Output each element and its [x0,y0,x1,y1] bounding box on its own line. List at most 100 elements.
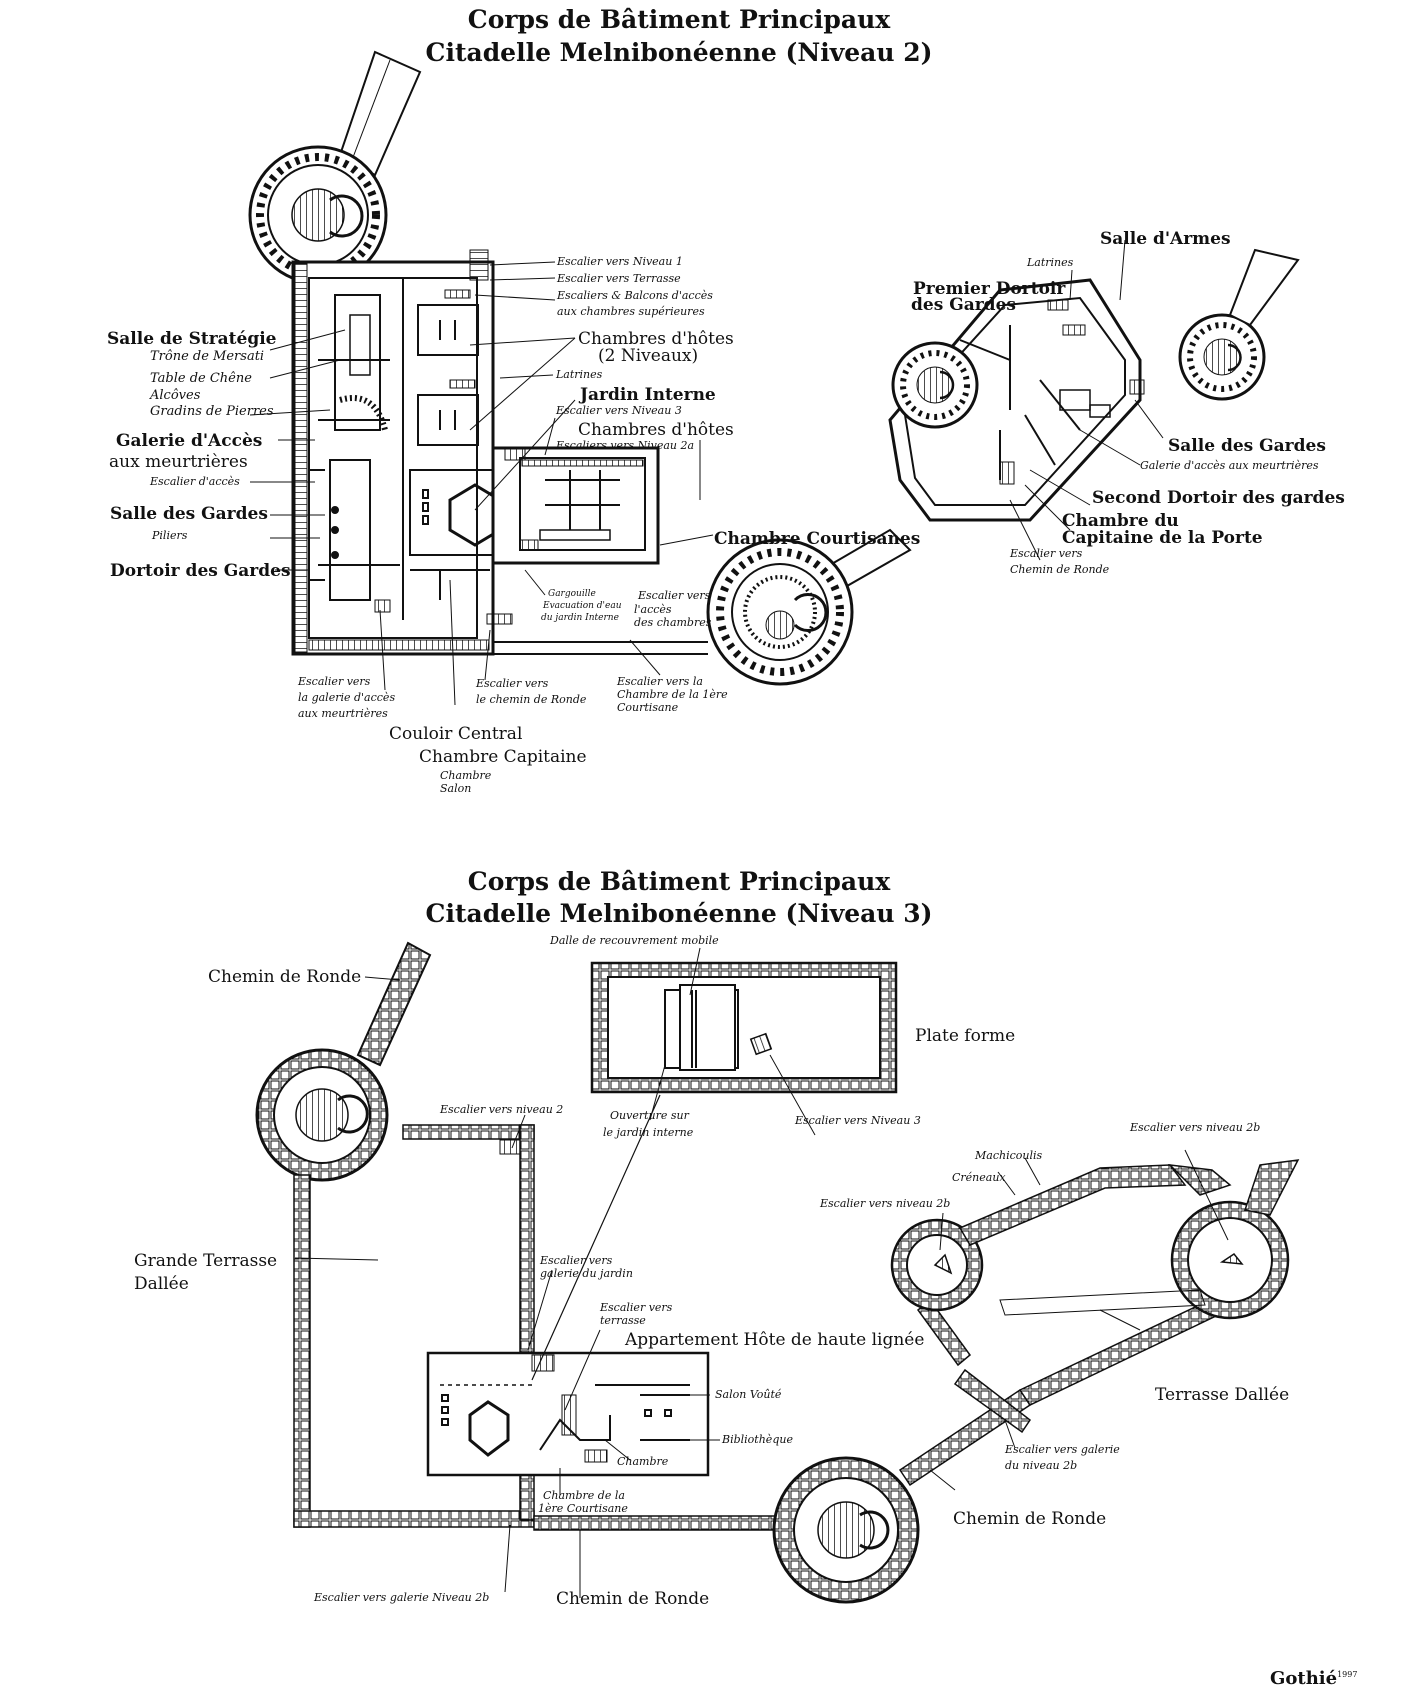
label-latrines-e: Latrines [1027,256,1074,269]
label-salle-armes: Salle d'Armes [1100,229,1231,249]
label-esc-galerie-2: la galerie d'accès [298,691,396,704]
label-chemin-ronde-nw: Chemin de Ronde [208,967,362,987]
plan2-title-line1: Corps de Bâtiment Principaux [467,5,891,34]
label-esc-terrasse-1: Escalier vers [600,1301,673,1314]
label-gargouille-3: du jardin Interne [541,613,619,623]
label-chambre-courtisanes: Chambre Courtisanes [714,529,921,549]
label-esc-balcons-2: aux chambres supérieures [557,305,705,318]
label-premier-dortoir-1: Premier Dortoir [913,279,1066,299]
label-esc-galerie-jardin-1: Escalier vers [540,1254,613,1267]
l2-courtisanes-block [491,446,660,565]
label-galerie-acces-1: Galerie d'Accès [116,431,263,451]
label-jardin-interne: Jardin Interne [580,385,716,405]
label-chambre: Chambre [440,769,492,782]
l3-east-walls [890,1159,1300,1487]
label-escalier-acces: Escalier d'accès [150,475,240,488]
label-esc-niveau1: Escalier vers Niveau 1 [557,255,683,268]
label-esc-niveau3: Escalier vers Niveau 3 [556,404,682,417]
label-chambre-courtisane-1: Chambre de la [543,1489,625,1502]
label-alcoves: Alcôves [150,388,201,403]
label-chemin-ronde-se: Chemin de Ronde [953,1509,1107,1529]
l2-east-block [888,248,1300,522]
label-esc-niveau3-l3: Escalier vers Niveau 3 [795,1114,921,1127]
label-chambres-hotes-b: Chambres d'hôtes [578,420,734,440]
label-chambre-capitaine-porte-2: Capitaine de la Porte [1062,528,1263,548]
label-table-chene: Table de Chêne [150,371,252,386]
label-second-dortoir: Second Dortoir des gardes [1092,488,1345,508]
label-couloir-central: Couloir Central [389,724,523,744]
artist-signature: Gothié1997 [1270,1668,1357,1689]
label-salle-gardes-w: Salle des Gardes [110,504,268,524]
leader-lines-l3 [294,947,1229,1598]
label-gradins: Gradins de Pierres [150,404,274,419]
label-terrasse-dallee: Terrasse Dallée [1155,1385,1290,1405]
label-gargouille-2: Evacuation d'eau [543,601,622,611]
label-chambre-l3: Chambre [617,1455,669,1468]
label-salle-strategie: Salle de Stratégie [107,329,277,349]
label-chambre-capitaine: Chambre Capitaine [419,747,587,767]
label-salon: Salon [440,782,472,795]
label-esc-chambres-2: l'accès [634,603,672,616]
l2-nw-tower [248,145,388,285]
label-esc-terrasse: Escalier vers Terrasse [557,272,681,285]
label-esc-chemin-1: Escalier vers [476,677,549,690]
label-esc-terrasse-2: terrasse [600,1314,646,1327]
label-esc-galerie-jardin-2: galerie du jardin [540,1267,633,1280]
label-esc-chemin-e-2: Chemin de Ronde [1010,563,1110,576]
label-grande-terrasse-2: Dallée [134,1274,189,1294]
label-esc-galerie-2b: Escalier vers galerie Niveau 2b [314,1591,490,1604]
label-chambre-capitaine-porte-1: Chambre du [1062,511,1179,531]
label-salon-voute: Salon Voûté [715,1388,782,1401]
label-esc-galerie-niveau2b-2: du niveau 2b [1005,1459,1078,1472]
label-piliers: Piliers [152,529,188,542]
label-bibliotheque: Bibliothèque [722,1433,793,1446]
label-gargouille-1: Gargouille [548,589,596,599]
plan3-title-line1: Corps de Bâtiment Principaux [467,867,891,896]
label-galerie-meurtrieres: Galerie d'accès aux meurtrières [1140,459,1319,472]
label-appartement: Appartement Hôte de haute lignée [625,1330,925,1350]
label-ouverture-1: Ouverture sur [610,1109,689,1122]
label-esc-courtisane-2: Chambre de la 1ère [617,688,728,701]
label-chambre-courtisane-2: 1ère Courtisane [538,1502,628,1515]
label-chambres-hotes-a2: (2 Niveaux) [598,346,699,366]
l3-plate-forme [590,961,898,1094]
label-esc-chemin-e-1: Escalier vers [1010,547,1083,560]
label-creneaux: Créneaux [952,1171,1006,1184]
label-chambres-hotes-a1: Chambres d'hôtes [578,329,734,349]
label-esc-courtisane-3: Courtisane [617,701,679,714]
label-machicoulis: Machicoulis [975,1149,1043,1162]
label-ouverture-2: le jardin interne [603,1126,694,1139]
l2-nw-walkway [338,50,422,177]
plan3-title-line2: Citadelle Melnibonéenne (Niveau 3) [425,899,933,928]
label-premier-dortoir-2: des Gardes [911,295,1016,315]
label-esc-courtisane-1: Escalier vers la [617,675,703,688]
label-esc-chemin-2: le chemin de Ronde [476,693,587,706]
label-trone-mersati: Trône de Mersati [150,349,265,364]
label-chemin-ronde-s: Chemin de Ronde [556,1589,710,1609]
signature-name: Gothié [1270,1668,1338,1689]
label-esc-balcons-1: Escaliers & Balcons d'accès [557,289,713,302]
label-esc-galerie-1: Escalier vers [298,675,371,688]
l3-se-tower [772,1456,920,1604]
l2-west-block [291,249,542,656]
label-galerie-acces-2: aux meurtrières [109,452,248,472]
l3-nw-tower [255,941,432,1182]
l2-se-tower [706,538,854,686]
leader-lines [249,239,1164,706]
l3-south-wall [533,1515,787,1531]
label-esc-niveau2b-a: Escalier vers niveau 2b [1130,1121,1261,1134]
label-plate-forme: Plate forme [915,1026,1016,1046]
label-dortoir-gardes: Dortoir des Gardes [110,561,291,581]
label-esc-niveau2b-b: Escalier vers niveau 2b [820,1197,951,1210]
label-grande-terrasse-1: Grande Terrasse [134,1251,278,1271]
label-esc-chambres-3: des chambres [634,616,712,629]
label-dalle-mobile: Dalle de recouvrement mobile [550,934,719,947]
signature-year: 1997 [1337,1670,1358,1679]
plan2-title-line2: Citadelle Melnibonéenne (Niveau 2) [425,38,933,67]
label-salle-gardes-e: Salle des Gardes [1168,436,1326,456]
l3-appartement [426,1351,710,1477]
label-esc-galerie-3: aux meurtrières [298,707,388,720]
label-esc-niveau2: Escalier vers niveau 2 [440,1103,564,1116]
label-latrines-c: Latrines [556,368,603,381]
